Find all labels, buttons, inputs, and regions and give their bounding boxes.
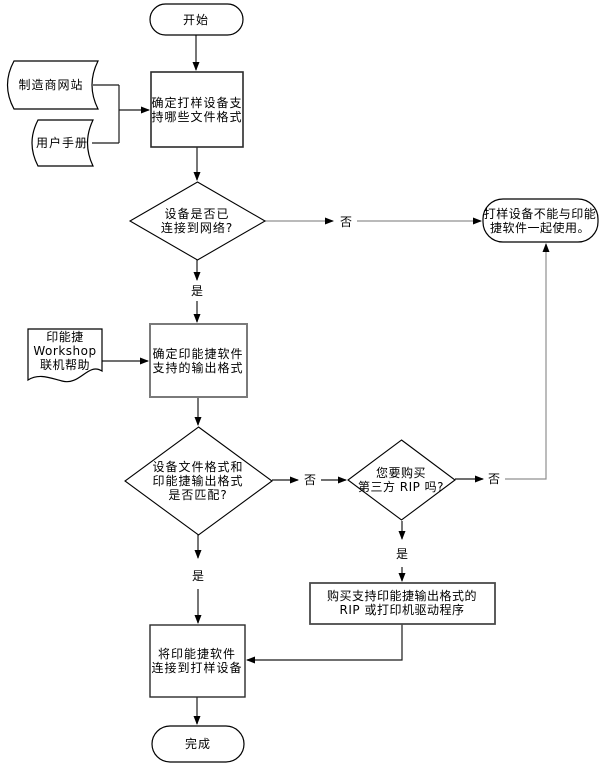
buy-rip-or-driver-shape [309, 582, 496, 625]
determine-output-formats-shape [149, 323, 248, 398]
device-connected-shape [128, 181, 267, 261]
connector-buy-rip-no-to-cannot-use [505, 243, 550, 480]
prinergy-help-shape [27, 328, 103, 383]
formats-match-shape [124, 426, 273, 536]
user-manual-shape [31, 119, 94, 167]
buy-rip-shape [347, 439, 456, 521]
start-terminator-shape [149, 3, 244, 36]
manufacturer-site-shape [6, 60, 99, 110]
done-terminator-shape [151, 725, 245, 763]
cannot-use-terminator-shape [482, 198, 599, 243]
connect-software-shape [149, 624, 246, 698]
determine-device-formats-shape [150, 71, 244, 148]
connector-buy-rip-or-driver-to-connect-software [246, 624, 403, 664]
